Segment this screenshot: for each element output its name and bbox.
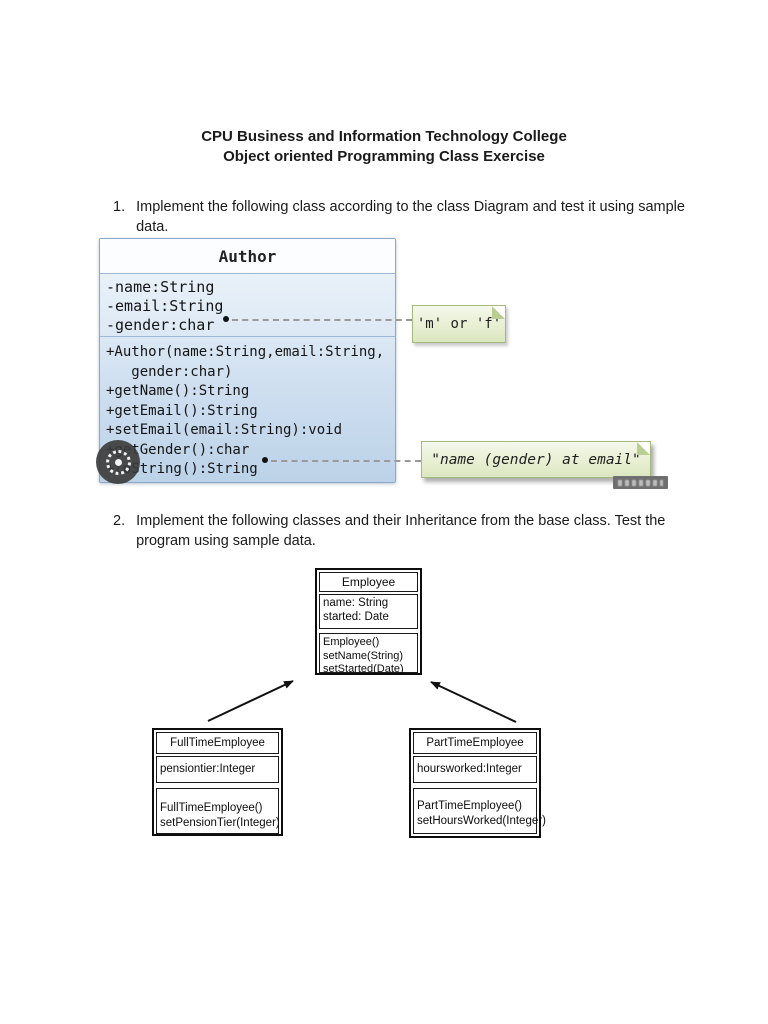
title-line-2: Object oriented Programming Class Exerci…: [223, 148, 545, 165]
author-methods-compartment: +Author(name:String,email:String, gender…: [100, 337, 395, 480]
note-folded-corner-icon: [637, 442, 650, 455]
method-line: +getName():String: [106, 383, 250, 399]
method-line: setPensionTier(Integer): [160, 816, 280, 829]
method-line: PartTimeEmployee(): [417, 800, 523, 812]
exercise-item-2: 2. Implement the following classes and t…: [113, 511, 692, 551]
title-line-1: CPU Business and Information Technology …: [201, 128, 567, 145]
attribute-line: -gender:char: [106, 316, 215, 334]
method-line: setHoursWorked(Integer): [417, 814, 546, 827]
attribute-line: pensiontier:Integer: [160, 763, 256, 775]
fulltime-class-title: FullTimeEmployee: [156, 732, 279, 754]
attribute-line: -email:String: [106, 297, 224, 315]
attribute-line: name: String: [323, 597, 389, 609]
watermark-badge: [613, 476, 668, 489]
item-number: 2.: [113, 513, 126, 529]
watermark-text-blur: [618, 479, 663, 486]
inheritance-arrow-left: [207, 680, 294, 722]
fulltime-attributes-compartment: pensiontier:Integer: [156, 756, 279, 783]
tostring-note-anchor-dot: [262, 457, 268, 463]
clip-slide-button[interactable]: [96, 440, 140, 484]
shutter-icon: [105, 449, 131, 475]
tostring-note: "name (gender) at email": [421, 441, 651, 478]
note-folded-corner-icon: [492, 306, 505, 319]
parttime-employee-class-box: PartTimeEmployee hoursworked:Integer Par…: [409, 728, 546, 838]
gender-note: 'm' or 'f': [412, 305, 506, 343]
author-class-box: Author -name:String -email:String -gende…: [99, 238, 396, 483]
method-line: gender:char): [106, 363, 233, 380]
method-line: +toString():String: [106, 461, 258, 477]
exercise-item-1: 1. Implement the following class accordi…: [113, 197, 692, 237]
author-attributes-compartment: -name:String -email:String -gender:char: [100, 274, 395, 337]
gender-note-text: 'm' or 'f': [416, 316, 502, 332]
method-line: Employee(): [323, 636, 380, 648]
method-line: +getGender():char: [106, 441, 250, 458]
item-number: 1.: [113, 199, 126, 215]
item-text: Implement the following classes and thei…: [136, 513, 666, 549]
item-text: Implement the following class according …: [136, 199, 685, 235]
method-line: setName(String): [323, 649, 404, 662]
document-title: CPU Business and Information Technology …: [0, 127, 768, 167]
attribute-line: hoursworked:Integer: [417, 763, 522, 775]
employee-methods-compartment: Employee() setName(String) setStarted(Da…: [319, 633, 418, 675]
fulltime-employee-class-box: FullTimeEmployee pensiontier:Integer Ful…: [152, 728, 283, 836]
inheritance-arrow-right: [430, 681, 517, 723]
fulltime-methods-compartment: FullTimeEmployee() setPensionTier(Intege…: [156, 788, 280, 834]
gender-note-connector: [232, 319, 412, 321]
tostring-note-connector: [271, 460, 421, 462]
employee-class-box: Employee name: String started: Date Empl…: [315, 568, 422, 675]
method-line: +setEmail(email:String):void: [106, 422, 343, 438]
parttime-methods-compartment: PartTimeEmployee() setHoursWorked(Intege…: [413, 788, 546, 834]
parttime-attributes-compartment: hoursworked:Integer: [413, 756, 537, 783]
employee-class-title: Employee: [319, 572, 418, 592]
employee-attributes-compartment: name: String started: Date: [319, 594, 418, 629]
method-line: FullTimeEmployee(): [160, 802, 263, 814]
author-class-title: Author: [100, 239, 395, 274]
attribute-line: -name:String: [106, 278, 215, 296]
method-line: +Author(name:String,email:String,: [106, 344, 385, 360]
method-line: setStarted(Date): [323, 663, 404, 675]
tostring-note-text: "name (gender) at email": [431, 451, 641, 468]
gender-note-anchor-dot: [223, 316, 229, 322]
method-line: +getEmail():String: [106, 402, 258, 419]
parttime-class-title: PartTimeEmployee: [413, 732, 537, 754]
attribute-line: started: Date: [323, 610, 389, 623]
